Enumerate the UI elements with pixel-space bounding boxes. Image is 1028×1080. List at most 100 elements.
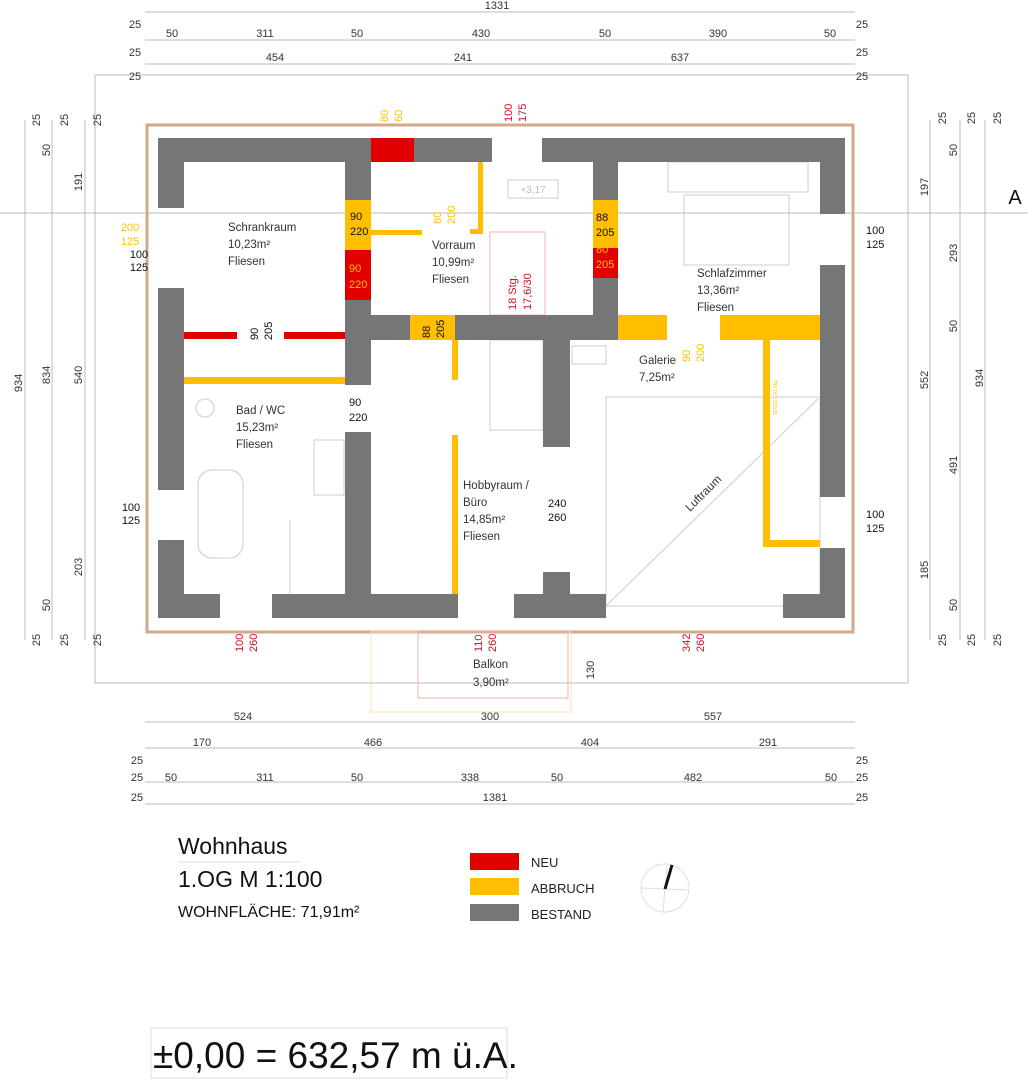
balcony	[370, 631, 572, 713]
svg-text:25: 25	[856, 792, 868, 804]
walls-neu	[184, 138, 618, 339]
svg-text:Fliesen: Fliesen	[228, 256, 265, 268]
svg-text:25: 25	[129, 71, 141, 83]
svg-text:Fliesen: Fliesen	[697, 302, 734, 314]
elevation-reference: ±0,00 = 632,57 m ü.A.	[150, 1027, 518, 1079]
svg-text:260: 260	[548, 512, 566, 524]
svg-text:Galerie: Galerie	[639, 355, 676, 367]
svg-text:540: 540	[73, 366, 85, 384]
svg-text:50: 50	[41, 599, 53, 611]
svg-text:466: 466	[364, 737, 382, 749]
svg-text:Balkon: Balkon	[473, 659, 508, 671]
svg-text:552: 552	[919, 371, 931, 389]
svg-text:25: 25	[92, 634, 104, 646]
svg-text:25: 25	[966, 634, 978, 646]
svg-text:10,23m²: 10,23m²	[228, 239, 270, 251]
svg-text:491: 491	[948, 456, 960, 474]
svg-text:80: 80	[379, 110, 391, 122]
svg-text:ABBRUCH: ABBRUCH	[531, 881, 595, 896]
title-name: Wohnhaus	[178, 833, 288, 859]
svg-text:25: 25	[92, 114, 104, 126]
svg-text:430: 430	[472, 28, 490, 40]
legend-swatch-abbruch	[470, 878, 519, 895]
svg-text:205: 205	[263, 322, 275, 340]
svg-text:25: 25	[937, 634, 949, 646]
svg-text:125: 125	[130, 262, 148, 274]
svg-text:203: 203	[73, 558, 85, 576]
svg-text:342: 342	[681, 634, 693, 652]
legend: NEU ABBRUCH BESTAND	[470, 853, 595, 922]
svg-text:291: 291	[759, 737, 777, 749]
svg-text:25: 25	[937, 112, 949, 124]
svg-text:404: 404	[581, 737, 599, 749]
svg-text:191: 191	[73, 173, 85, 191]
svg-text:311: 311	[256, 28, 274, 40]
svg-text:260: 260	[695, 634, 707, 652]
svg-text:25: 25	[31, 114, 43, 126]
svg-text:25: 25	[856, 71, 868, 83]
svg-text:50: 50	[824, 28, 836, 40]
svg-text:300: 300	[481, 711, 499, 723]
svg-text:90: 90	[349, 397, 361, 409]
svg-text:+3,17: +3,17	[520, 185, 546, 196]
svg-text:25: 25	[131, 772, 143, 784]
svg-text:390: 390	[709, 28, 727, 40]
svg-text:50: 50	[551, 772, 563, 784]
title-area: WOHNFLÄCHE: 71,91m²	[178, 903, 360, 921]
stair-labels: 18 Stg. 17,6/30 +3,17 18/2027,00 Stg.	[507, 185, 779, 415]
svg-text:100: 100	[234, 634, 246, 652]
svg-text:200: 200	[446, 206, 458, 224]
svg-text:Fliesen: Fliesen	[236, 439, 273, 451]
svg-text:1381: 1381	[483, 792, 507, 804]
svg-text:125: 125	[122, 515, 140, 527]
legend-swatch-bestand	[470, 904, 519, 921]
svg-text:25: 25	[992, 112, 1004, 124]
svg-text:50: 50	[166, 28, 178, 40]
svg-text:454: 454	[266, 52, 284, 64]
svg-text:80: 80	[596, 244, 608, 256]
svg-text:200: 200	[695, 344, 707, 362]
left-dimensions: 25 934 25 25 50 834 50 25 25 191 540 203…	[13, 114, 104, 646]
svg-text:Büro: Büro	[463, 497, 487, 509]
svg-text:100: 100	[866, 509, 884, 521]
svg-text:NEU: NEU	[531, 855, 558, 870]
svg-text:25: 25	[129, 19, 141, 31]
svg-text:13,36m²: 13,36m²	[697, 285, 739, 297]
right-dimensions: 25 197 552 185 25 25 50 293 50 491 50 25…	[919, 112, 1004, 646]
svg-text:17,6/30: 17,6/30	[522, 273, 534, 310]
legend-swatch-neu	[470, 853, 519, 870]
svg-text:125: 125	[866, 239, 884, 251]
svg-text:Schlafzimmer: Schlafzimmer	[697, 268, 767, 280]
opening-labels: 200 125 100 125 100 125 100 125 100 125 …	[121, 104, 885, 680]
svg-text:50: 50	[351, 28, 363, 40]
svg-text:220: 220	[349, 412, 367, 424]
svg-text:130: 130	[585, 661, 597, 679]
svg-text:205: 205	[596, 227, 614, 239]
svg-text:100: 100	[503, 104, 515, 122]
svg-text:90: 90	[349, 263, 361, 275]
furniture	[195, 161, 821, 607]
svg-text:88: 88	[596, 212, 608, 224]
room-labels: Schrankraum 10,23m² Fliesen Vorraum 10,9…	[228, 222, 767, 689]
svg-text:170: 170	[193, 737, 211, 749]
svg-text:125: 125	[121, 236, 139, 248]
svg-text:50: 50	[165, 772, 177, 784]
svg-text:25: 25	[856, 772, 868, 784]
svg-text:241: 241	[454, 52, 472, 64]
svg-text:Vorraum: Vorraum	[432, 240, 475, 252]
svg-text:125: 125	[866, 523, 884, 535]
dimension-lines	[0, 11, 1028, 805]
svg-text:200: 200	[121, 222, 139, 234]
svg-text:50: 50	[351, 772, 363, 784]
svg-text:240: 240	[548, 498, 566, 510]
svg-text:80: 80	[432, 212, 444, 224]
svg-text:934: 934	[13, 374, 25, 392]
svg-text:50: 50	[948, 320, 960, 332]
svg-text:934: 934	[974, 369, 986, 387]
svg-text:110: 110	[473, 634, 485, 652]
stairs-lower	[489, 339, 544, 431]
svg-text:25: 25	[966, 112, 978, 124]
svg-text:90: 90	[249, 328, 261, 340]
bottom-dimensions: 524 300 557 25 170 466 404 291 25 25 50 …	[131, 711, 868, 804]
svg-text:834: 834	[41, 366, 53, 384]
